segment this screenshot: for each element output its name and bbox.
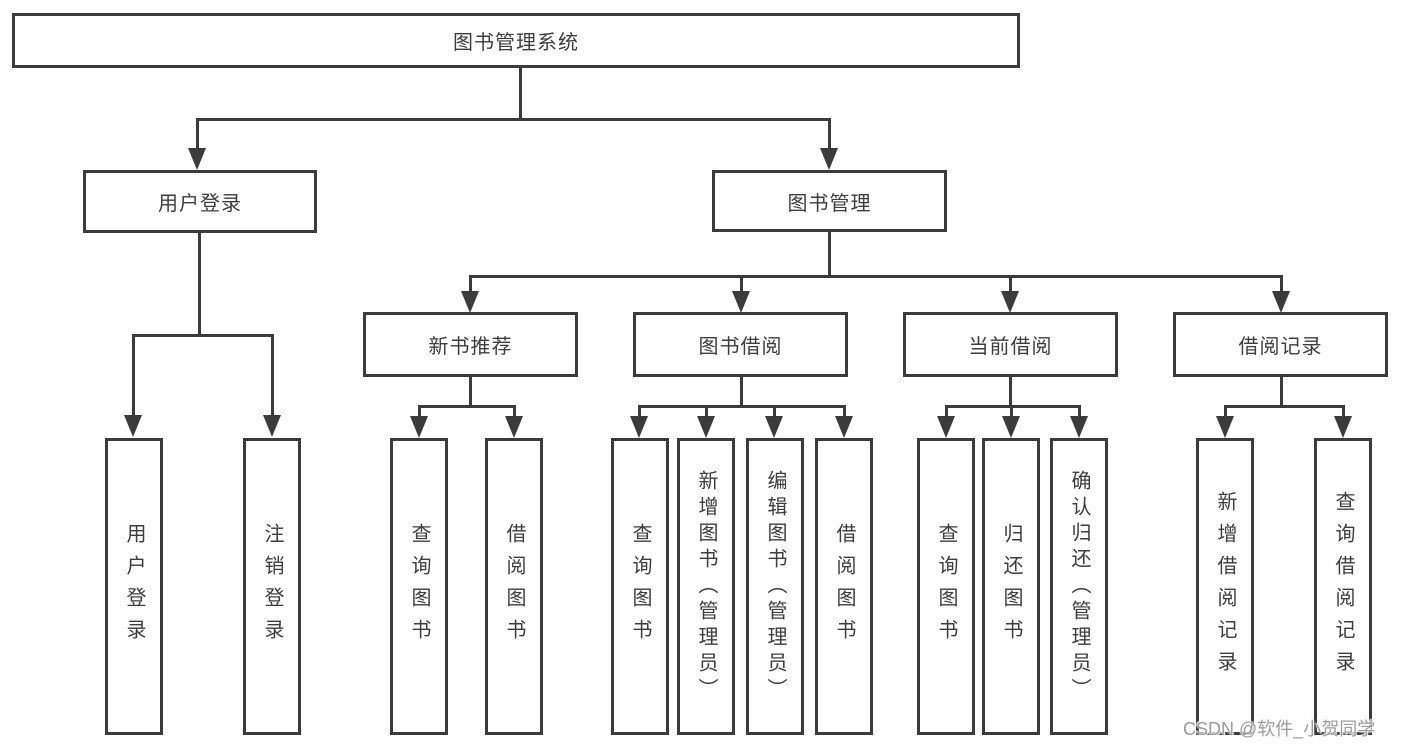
leaf-return-book-label: 归还图书 <box>1000 522 1022 651</box>
connector-borrowing-stem <box>740 376 743 408</box>
leaf-query-books-newrec-label: 查询图书 <box>408 522 430 651</box>
connector-root-bus <box>196 118 830 121</box>
node-book-management-label: 图书管理 <box>787 192 872 215</box>
connector-root-stem <box>519 67 522 120</box>
arrow-down-icon <box>630 416 648 438</box>
arrow-down-icon <box>1001 291 1019 313</box>
connector-current-drop-3 <box>1078 405 1081 419</box>
connector-records-drop-1 <box>1224 405 1227 419</box>
arrow-down-icon <box>820 148 838 170</box>
leaf-add-book-admin: 新增图书（管理员） <box>677 438 735 735</box>
node-book-borrowing: 图书借阅 <box>633 312 848 377</box>
connector-current-bus <box>945 405 1081 408</box>
connector-userlogin-drop-1 <box>132 334 135 418</box>
connector-borrowing-drop-3 <box>773 405 776 419</box>
connector-current-drop-1 <box>945 405 948 419</box>
leaf-query-borrow-record-label: 查询借阅记录 <box>1332 490 1354 683</box>
connector-current-drop-2 <box>1010 405 1013 419</box>
leaf-query-books-current-label: 查询图书 <box>935 522 957 651</box>
connector-bookmgmt-stem <box>828 231 831 278</box>
leaf-confirm-return-admin: 确认归还（管理员） <box>1050 438 1108 735</box>
connector-borrowing-drop-2 <box>705 405 708 419</box>
arrow-down-icon <box>1070 416 1088 438</box>
connector-newrec-stem <box>469 376 472 408</box>
connector-bookmgmt-drop-3 <box>1009 275 1012 297</box>
leaf-user-login-label: 用户登录 <box>123 522 145 651</box>
connector-userlogin-bus <box>132 334 273 337</box>
connector-bookmgmt-drop-2 <box>740 275 743 297</box>
connector-userlogin-drop-2 <box>271 334 274 418</box>
connector-newrec-drop-1 <box>418 405 421 419</box>
leaf-user-login: 用户登录 <box>105 438 163 735</box>
leaf-add-book-admin-label: 新增图书（管理员） <box>695 469 717 704</box>
connector-borrowing-bus <box>638 405 846 408</box>
arrow-down-icon <box>410 416 428 438</box>
connector-newrec-drop-2 <box>513 405 516 419</box>
node-root: 图书管理系统 <box>12 13 1020 68</box>
leaf-edit-book-admin: 编辑图书（管理员） <box>746 438 804 735</box>
leaf-query-books-current: 查询图书 <box>917 438 975 735</box>
watermark: CSDN @软件_小贺同学 <box>1183 719 1376 739</box>
connector-records-bus <box>1224 405 1345 408</box>
arrow-down-icon <box>937 416 955 438</box>
leaf-query-borrow-record: 查询借阅记录 <box>1314 438 1372 735</box>
arrow-down-icon <box>263 415 281 437</box>
arrow-down-icon <box>1216 416 1234 438</box>
node-new-book-recommend-label: 新书推荐 <box>428 336 513 358</box>
arrow-down-icon <box>505 416 523 438</box>
connector-userlogin-stem <box>198 231 201 337</box>
connector-records-drop-2 <box>1342 405 1345 419</box>
arrow-down-icon <box>124 415 142 437</box>
leaf-borrow-books-newrec-label: 借阅图书 <box>503 522 525 651</box>
connector-current-stem <box>1009 376 1012 408</box>
node-current-borrowing: 当前借阅 <box>903 312 1118 377</box>
leaf-query-books-newrec: 查询图书 <box>390 438 448 735</box>
node-borrowing-records: 借阅记录 <box>1173 312 1388 377</box>
node-book-management: 图书管理 <box>712 170 947 232</box>
leaf-borrow-books-borrowing-label: 借阅图书 <box>833 522 855 651</box>
node-new-book-recommend: 新书推荐 <box>363 312 578 377</box>
connector-bookmgmt-drop-4 <box>1280 275 1283 297</box>
arrow-down-icon <box>765 416 783 438</box>
connector-borrowing-drop-4 <box>843 405 846 419</box>
leaf-return-book: 归还图书 <box>982 438 1040 735</box>
connector-newrec-bus <box>418 405 516 408</box>
leaf-add-borrow-record-label: 新增借阅记录 <box>1214 490 1236 683</box>
node-borrowing-records-label: 借阅记录 <box>1238 336 1323 358</box>
arrow-down-icon <box>835 416 853 438</box>
leaf-confirm-return-admin-label: 确认归还（管理员） <box>1068 469 1090 704</box>
leaf-query-books-borrowing-label: 查询图书 <box>629 522 651 651</box>
arrow-down-icon <box>1272 291 1290 313</box>
node-user-login-label: 用户登录 <box>158 193 242 215</box>
node-user-login: 用户登录 <box>83 170 317 233</box>
arrow-down-icon <box>1002 416 1020 438</box>
node-current-borrowing-label: 当前借阅 <box>968 336 1053 358</box>
leaf-add-borrow-record: 新增借阅记录 <box>1196 438 1254 735</box>
connector-root-drop-right <box>828 118 831 154</box>
node-root-label: 图书管理系统 <box>453 32 579 54</box>
leaf-borrow-books-newrec: 借阅图书 <box>485 438 543 735</box>
connector-bookmgmt-drop-1 <box>469 275 472 297</box>
leaf-borrow-books-borrowing: 借阅图书 <box>815 438 873 735</box>
connector-bookmgmt-bus <box>469 275 1283 278</box>
arrow-down-icon <box>697 416 715 438</box>
leaf-query-books-borrowing: 查询图书 <box>611 438 669 735</box>
leaf-edit-book-admin-label: 编辑图书（管理员） <box>764 469 786 704</box>
leaf-logout: 注销登录 <box>243 438 301 735</box>
connector-borrowing-drop-1 <box>638 405 641 419</box>
arrow-down-icon <box>1334 416 1352 438</box>
connector-records-stem <box>1280 376 1283 408</box>
connector-root-drop-left <box>196 118 199 154</box>
leaf-logout-label: 注销登录 <box>261 522 283 651</box>
arrow-down-icon <box>188 148 206 170</box>
arrow-down-icon <box>461 291 479 313</box>
arrow-down-icon <box>732 291 750 313</box>
node-book-borrowing-label: 图书借阅 <box>698 336 783 358</box>
